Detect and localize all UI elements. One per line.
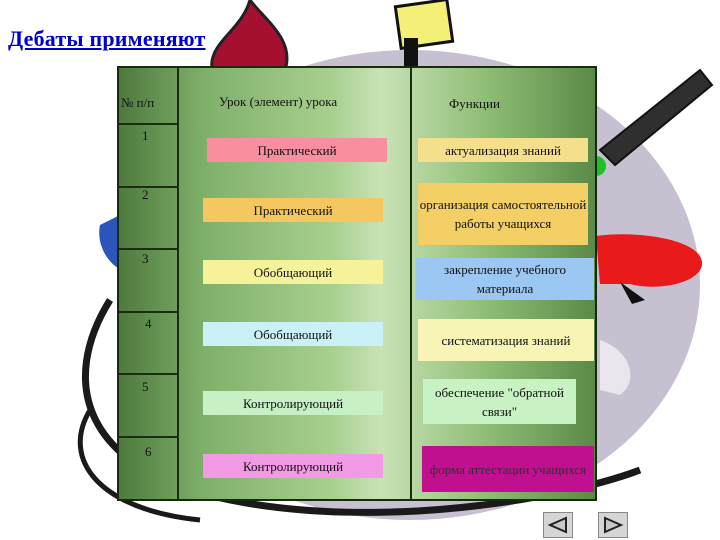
blue-blob (99, 215, 120, 268)
brush-handle (404, 38, 418, 72)
lesson-cell: Контролирующий (203, 454, 383, 478)
row-divider (119, 311, 179, 313)
lesson-cell: Практический (207, 138, 387, 162)
row-number: 1 (142, 128, 149, 143)
header-number: № п/п (121, 95, 155, 110)
triangle-left-icon (547, 516, 567, 534)
lesson-cell: Обобщающий (203, 260, 383, 284)
row-number: 4 (145, 316, 152, 331)
black-splash (620, 282, 645, 304)
function-cell: обеспечение "обратной связи" (423, 379, 576, 424)
row-divider (119, 373, 179, 375)
function-cell: организация самостоятельной работы учащи… (418, 183, 588, 245)
column-divider (177, 68, 179, 499)
row-number: 5 (142, 379, 149, 394)
white-shape (600, 340, 631, 395)
debates-table: № п/п Урок (элемент) урока Функции 1 2 3… (117, 66, 597, 501)
row-number: 2 (142, 187, 149, 202)
function-cell: форма аттестации учащихся (422, 446, 594, 492)
lesson-cell: Практический (203, 198, 383, 222)
row-number: 3 (142, 251, 149, 266)
function-cell: актуализация знаний (418, 138, 588, 162)
row-divider (119, 248, 179, 250)
dark-brush (598, 68, 714, 167)
forward-button[interactable] (598, 512, 628, 538)
triangle-right-icon (604, 516, 624, 534)
header-lesson: Урок (элемент) урока (219, 94, 338, 109)
header-functions: Функции (449, 96, 500, 111)
function-cell: закрепление учебного материала (416, 258, 594, 300)
back-button[interactable] (543, 512, 573, 538)
red-splash (596, 234, 703, 287)
row-divider (119, 123, 179, 125)
row-number: 6 (145, 444, 152, 459)
function-cell: систематизация знаний (418, 319, 594, 361)
yellow-brush (393, 0, 455, 51)
column-divider (410, 68, 412, 499)
swirl-stroke-2 (77, 408, 201, 523)
lesson-cell: Обобщающий (203, 322, 383, 346)
row-divider (119, 186, 179, 188)
row-divider (119, 436, 179, 438)
page-title: Дебаты применяют (8, 26, 206, 51)
lesson-cell: Контролирующий (203, 391, 383, 415)
